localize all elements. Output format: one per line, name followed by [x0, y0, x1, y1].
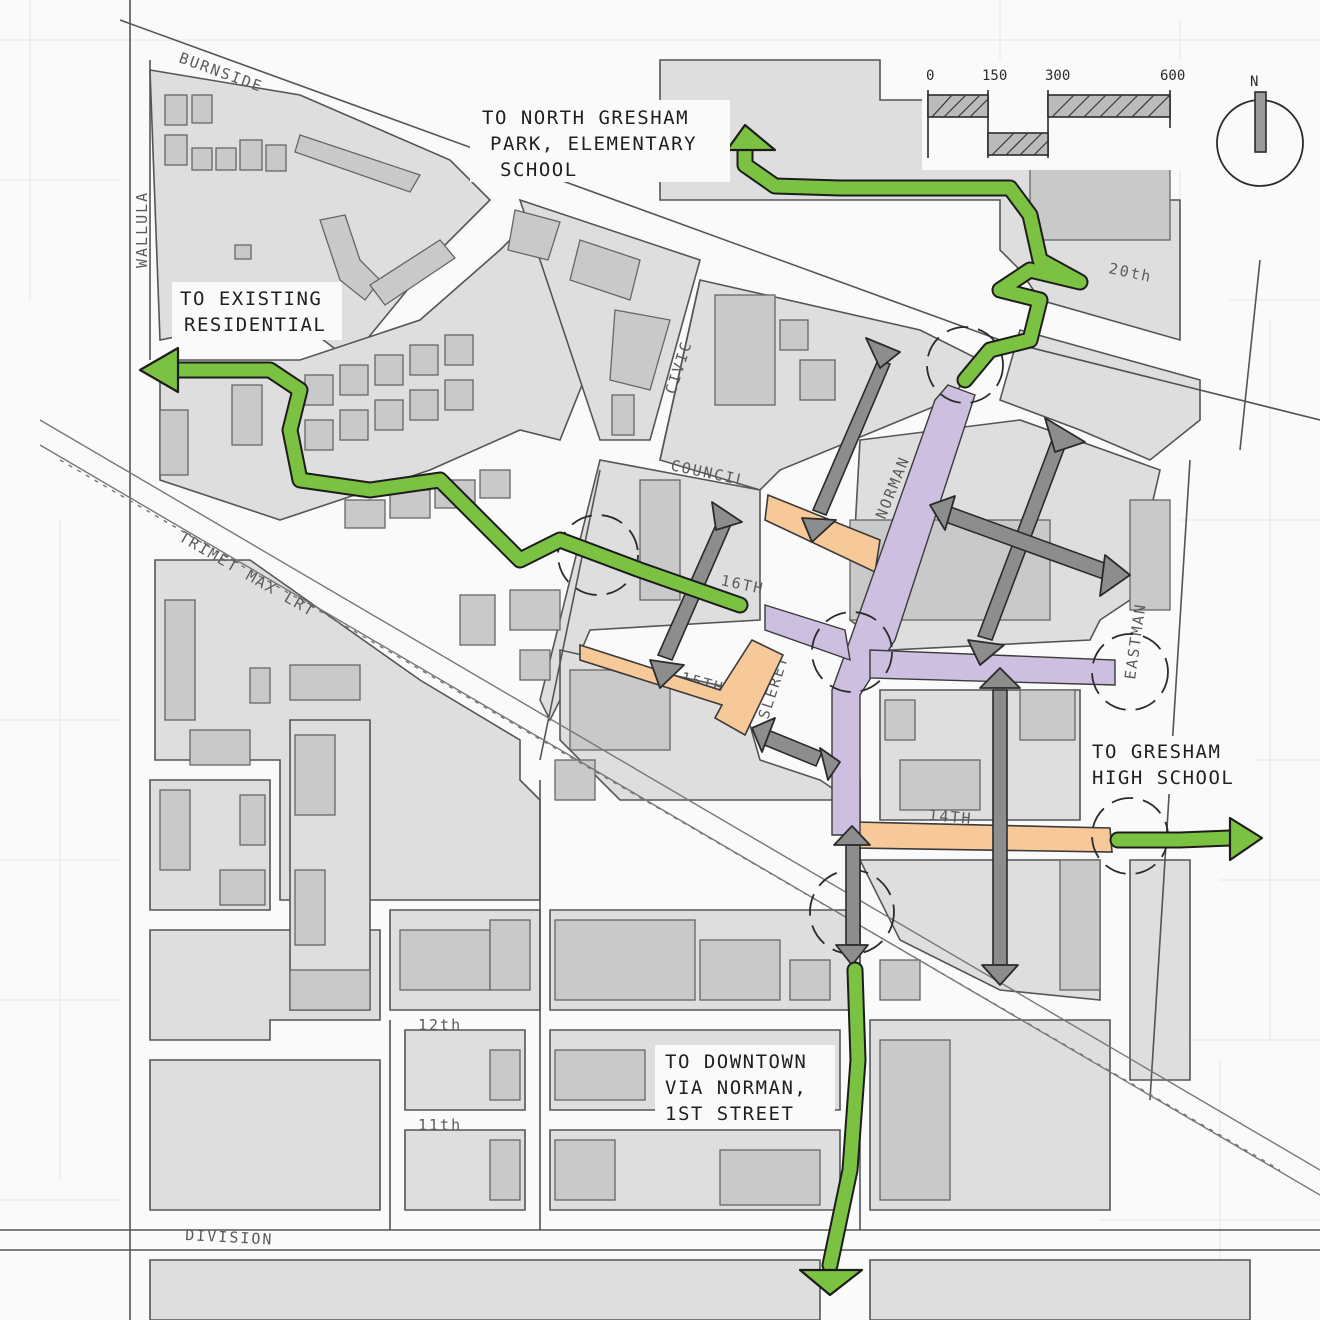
north-arrow: N [1216, 74, 1304, 187]
scale-tick-300: 300 [1045, 68, 1070, 84]
block-bottom-e [869, 1259, 1251, 1320]
block-east [1129, 859, 1191, 1081]
north-park-label: TO NORTH GRESHAM PARK, ELEMENTARY SCHOOL [470, 100, 730, 182]
eastman-corridor [869, 649, 1116, 686]
residential-label: TO EXISTING RESIDENTIAL [172, 282, 342, 340]
north-park-line-2: PARK, ELEMENTARY [490, 133, 697, 155]
scale-tick-0: 0 [926, 68, 934, 84]
connection-arrow-rail-crossing [833, 825, 871, 966]
node-norman-20th [926, 326, 1004, 404]
scale-tick-150: 150 [982, 68, 1007, 84]
high-school-label: TO GRESHAM HIGH SCHOOL [1086, 736, 1256, 794]
connection-arrow-14th-ns [979, 667, 1021, 986]
node-eastman [1091, 633, 1169, 711]
fourteenth-label: 14TH [928, 806, 974, 828]
downtown-line-3: 1ST STREET [665, 1103, 794, 1125]
north-park-line-3: SCHOOL [500, 159, 578, 181]
block-north-east [999, 329, 1201, 461]
twelfth-label: 12th [418, 1016, 462, 1034]
high-school-line-2: HIGH SCHOOL [1092, 767, 1234, 789]
rail-line [39, 419, 1320, 1196]
high-school-line-1: TO GRESHAM [1092, 741, 1221, 763]
residential-line-2: RESIDENTIAL [184, 314, 326, 336]
downtown-label: TO DOWNTOWN VIA NORMAN, 1ST STREET [655, 1045, 835, 1129]
connection-arrow-north-south-1 [801, 337, 901, 543]
north-arrow-label: N [1250, 74, 1258, 90]
greenway-routes [138, 123, 1264, 1297]
connection-arrow-east-ew [929, 495, 1131, 597]
downtown-line-1: TO DOWNTOWN [665, 1051, 807, 1073]
north-park-arrowhead [725, 123, 777, 152]
destination-labels: TO NORTH GRESHAM PARK, ELEMENTARY SCHOOL… [172, 100, 1256, 1129]
eleventh-label: 11th [418, 1116, 462, 1134]
sixteenth-corridor [764, 604, 851, 662]
downtown-arrowhead [798, 1268, 864, 1297]
greenway-downtown [798, 961, 867, 1297]
division-label: DIVISION [185, 1226, 274, 1249]
block-s-9 [149, 1059, 381, 1211]
scale-tick-600: 600 [1160, 68, 1185, 84]
residential-arrowhead [138, 346, 180, 394]
downtown-line-2: VIA NORMAN, [665, 1077, 807, 1099]
connection-arrow-sleret [751, 717, 841, 781]
scale-bar: 0 150 300 600 [922, 60, 1222, 170]
block-bottom [149, 1259, 821, 1320]
greenway-high-school [1109, 816, 1264, 862]
north-park-line-1: TO NORTH GRESHAM [482, 107, 689, 129]
residential-line-1: TO EXISTING [180, 288, 322, 310]
greenway-north-park [725, 123, 1089, 389]
block-civic-west [518, 198, 701, 441]
main-street-corridor [764, 384, 1116, 836]
greenway-residential [138, 346, 749, 614]
wallula-label: WALLULA [133, 191, 151, 268]
townhomes [304, 334, 511, 529]
eastman-label: EASTMAN [1121, 602, 1150, 681]
fourteenth-shared-street [854, 821, 1113, 853]
high-school-arrowhead [1228, 816, 1264, 862]
node-16th-civic [557, 514, 639, 596]
fifteenth-shared-street [579, 638, 785, 737]
node-norman-16th [811, 611, 893, 693]
